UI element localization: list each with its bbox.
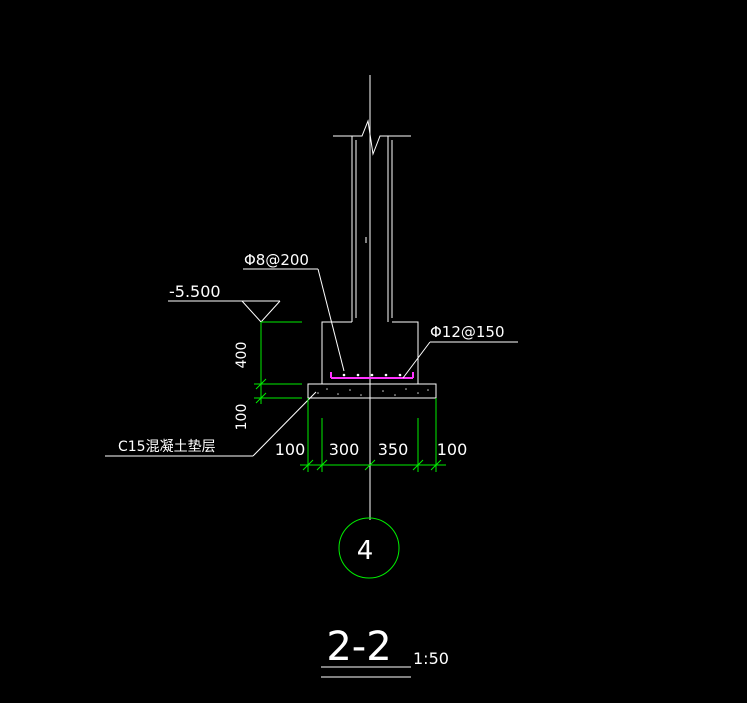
dim-right-half: 350: [378, 440, 409, 459]
concrete-cushion: [307, 383, 437, 399]
elevation-marker: [168, 300, 302, 323]
leader-top-rebar: [243, 268, 345, 372]
column: [333, 119, 411, 322]
leader-cushion: [105, 391, 317, 457]
dim-footing-height: 400: [234, 342, 250, 369]
section-title: 2-2: [326, 624, 391, 670]
axis-label: 4: [357, 536, 374, 566]
label-top-rebar: Φ8@200: [244, 251, 309, 269]
column-break-symbol: [333, 119, 411, 156]
dim-cushion-height: 100: [234, 404, 250, 431]
vertical-dimensions: [254, 322, 302, 404]
bottom-rebar: [330, 372, 414, 379]
scale-label: 1:50: [413, 649, 449, 668]
horizontal-dimensions: [300, 398, 446, 472]
dim-left-half: 300: [329, 440, 360, 459]
elevation-label: -5.500: [169, 282, 221, 301]
leader-bottom-rebar: [402, 341, 518, 379]
dim-right-edge: 100: [437, 440, 468, 459]
axis-bubble: [338, 517, 400, 579]
label-bottom-rebar: Φ12@150: [430, 323, 505, 341]
dim-left-edge: 100: [275, 440, 306, 459]
label-cushion: C15混凝土垫层: [118, 439, 216, 455]
